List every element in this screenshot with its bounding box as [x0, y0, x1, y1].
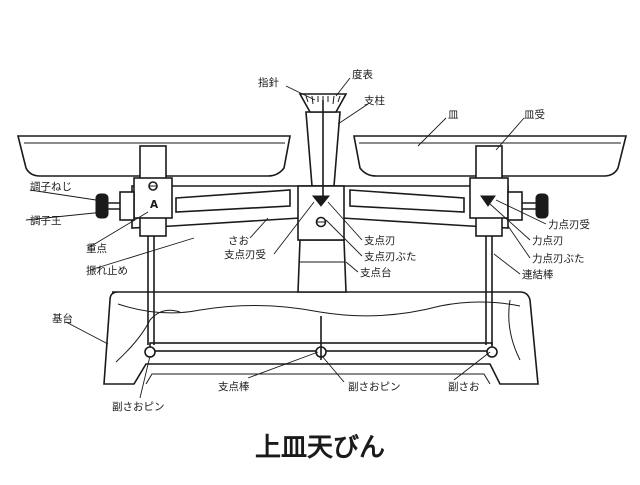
- leader-lines: [25, 77, 547, 399]
- right-pan-holder: [469, 145, 509, 237]
- label-weight-mark: さお: [228, 235, 249, 247]
- label-load-point-edge-holder: 力点刃受: [548, 218, 590, 231]
- left-pan-holder: [133, 145, 173, 237]
- label-sub-beam: 副さお: [448, 381, 480, 393]
- sub-beam: [144, 316, 498, 360]
- label-fulcrum-base: 支点台: [360, 266, 392, 279]
- beam: [131, 185, 509, 241]
- label-fulcrum-edge-holder: 支点刃受: [224, 249, 266, 261]
- label-fulcrum-edge-cover: 支点刃ぶた: [364, 251, 417, 263]
- label-load-point-edge: 力点刃: [532, 234, 564, 247]
- label-adjusting-screw: 調子ねじ: [30, 180, 72, 193]
- label-sub-beam-pin-left: 副さおピン: [112, 401, 165, 413]
- label-pointer: 指針: [258, 76, 279, 89]
- diagram-title: 上皿天びん: [255, 433, 385, 463]
- label-pan-holder: 皿受: [524, 109, 545, 121]
- label-scale: 度表: [352, 68, 373, 81]
- base-body: [103, 291, 539, 385]
- connecting-rods: [147, 236, 493, 345]
- adjusting-screw-right: [507, 191, 549, 221]
- fulcrum-base: [297, 239, 347, 293]
- label-pillar: 支柱: [364, 94, 385, 107]
- adjusting-screw-left: [95, 191, 135, 221]
- label-gravity-point: 重点: [86, 242, 107, 255]
- left-letter-mark: A: [150, 199, 159, 211]
- label-fulcrum-edge: 支点刃: [364, 235, 396, 247]
- label-sub-beam-pin-center: 副さおピン: [348, 381, 401, 393]
- label-pan: 皿: [448, 109, 459, 121]
- label-connecting-rod: 連結棒: [522, 268, 554, 281]
- label-base: 基台: [52, 312, 73, 325]
- label-load-point-edge-cover: 力点刃ぶた: [532, 252, 585, 265]
- label-adjusting-nut: 調子王: [30, 214, 62, 227]
- label-fulcrum-rod: 支点棒: [218, 380, 250, 393]
- label-swing-stopper: 振れ止め: [86, 264, 128, 277]
